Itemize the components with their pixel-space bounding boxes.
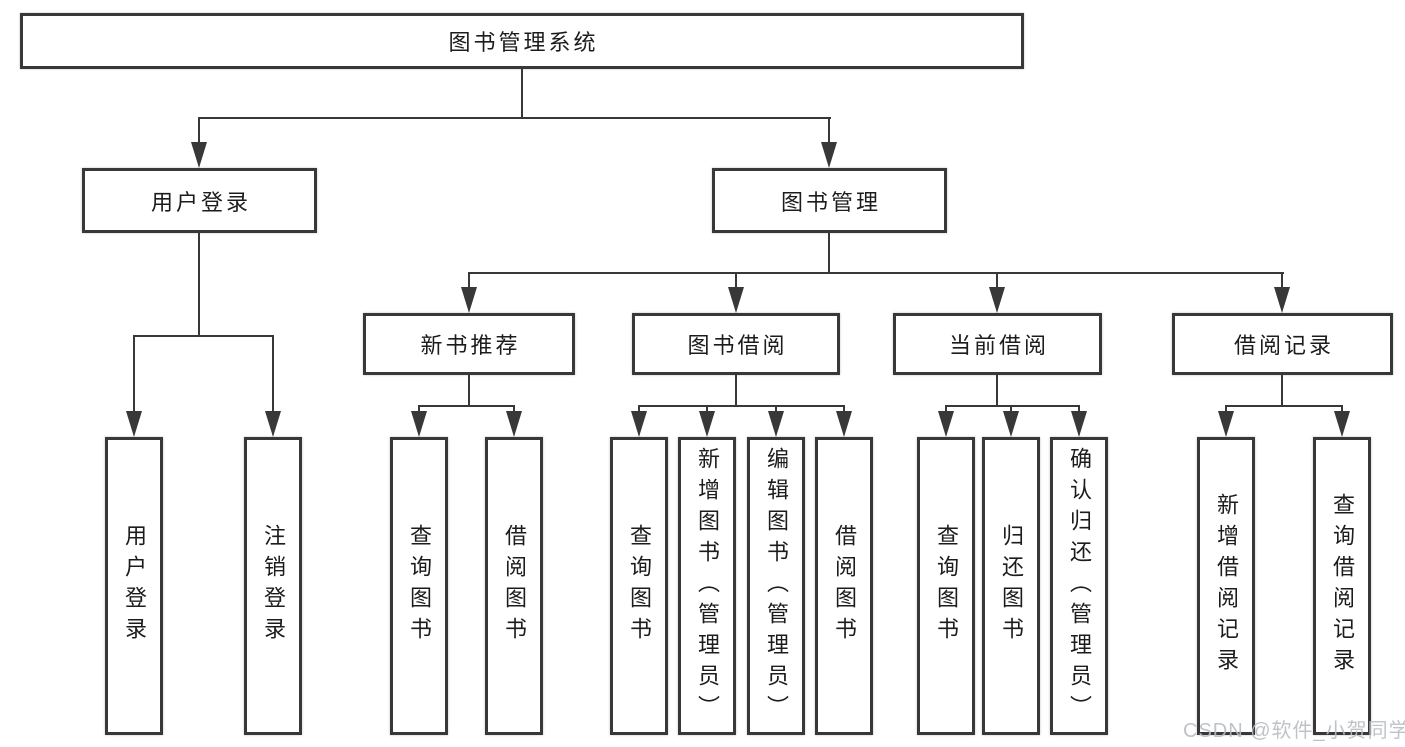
connector-stem <box>843 405 845 413</box>
connector-stem <box>1341 405 1343 413</box>
connector-stem <box>418 405 420 413</box>
leaf-logout: 注销登录 <box>244 437 302 735</box>
arrowhead-down-icon <box>126 411 142 437</box>
arrowhead-down-icon <box>265 411 281 437</box>
connector-stem <box>706 405 708 413</box>
connector-stem <box>198 117 200 144</box>
connector-stem <box>513 405 515 413</box>
connector-stem <box>272 335 274 413</box>
connector-stem <box>735 272 737 289</box>
leaf-confirm-return-admin: 确认归还（管理员） <box>1050 437 1108 735</box>
arrowhead-down-icon <box>768 411 784 437</box>
leaf-recommend-query-books: 查询图书 <box>390 437 448 735</box>
node-user-login: 用户登录 <box>82 168 317 233</box>
node-book-borrow: 图书借阅 <box>632 313 840 375</box>
connector-current-borrow-drop <box>996 374 998 407</box>
arrowhead-down-icon <box>1003 411 1019 437</box>
node-book-management: 图书管理 <box>712 168 947 233</box>
connector-user-login-drop <box>198 232 200 337</box>
connector-book-borrow-drop <box>735 374 737 407</box>
node-new-book-recommend: 新书推荐 <box>363 313 575 375</box>
connector-stem <box>133 335 135 413</box>
arrowhead-down-icon <box>1218 411 1234 437</box>
connector-current-borrow-rail <box>945 405 1080 407</box>
connector-stem <box>1078 405 1080 413</box>
connector-book-borrow-rail <box>638 405 845 407</box>
leaf-current-query-books: 查询图书 <box>917 437 975 735</box>
arrowhead-down-icon <box>821 142 837 168</box>
arrowhead-down-icon <box>989 287 1005 313</box>
node-library-system: 图书管理系统 <box>20 13 1024 69</box>
connector-user-login-rail <box>133 335 274 337</box>
node-current-borrow: 当前借阅 <box>893 313 1102 375</box>
connector-root-drop <box>521 67 523 118</box>
leaf-borrow-query-books: 查询图书 <box>610 437 668 735</box>
leaf-add-borrow-record: 新增借阅记录 <box>1197 437 1255 735</box>
connector-stem <box>996 272 998 289</box>
connector-level2-rail <box>198 117 831 119</box>
connector-stem <box>945 405 947 413</box>
arrowhead-down-icon <box>836 411 852 437</box>
connector-new-book-rail <box>418 405 515 407</box>
arrowhead-down-icon <box>461 287 477 313</box>
connector-borrow-records-rail <box>1225 405 1343 407</box>
arrowhead-down-icon <box>191 142 207 168</box>
leaf-edit-books-admin: 编辑图书（管理员） <box>747 437 805 735</box>
leaf-add-books-admin: 新增图书（管理员） <box>678 437 736 735</box>
connector-borrow-records-drop <box>1281 374 1283 407</box>
node-borrow-records: 借阅记录 <box>1172 313 1393 375</box>
arrowhead-down-icon <box>1334 411 1350 437</box>
connector-book-management-drop <box>828 232 830 274</box>
connector-stem <box>1225 405 1227 413</box>
leaf-query-borrow-record: 查询借阅记录 <box>1313 437 1371 735</box>
connector-stem <box>1010 405 1012 413</box>
arrowhead-down-icon <box>1274 287 1290 313</box>
leaf-return-books: 归还图书 <box>982 437 1040 735</box>
connector-stem <box>1281 272 1283 289</box>
leaf-recommend-borrow-books: 借阅图书 <box>485 437 543 735</box>
connector-stem <box>638 405 640 413</box>
arrowhead-down-icon <box>938 411 954 437</box>
connector-new-book-drop <box>468 374 470 407</box>
arrowhead-down-icon <box>631 411 647 437</box>
arrowhead-down-icon <box>1071 411 1087 437</box>
connector-stem <box>775 405 777 413</box>
arrowhead-down-icon <box>728 287 744 313</box>
leaf-borrow-books: 借阅图书 <box>815 437 873 735</box>
connector-stem <box>468 272 470 289</box>
leaf-user-login: 用户登录 <box>105 437 163 735</box>
csdn-watermark: CSDN @软件_小贺同学 <box>1183 720 1405 742</box>
arrowhead-down-icon <box>411 411 427 437</box>
connector-stem <box>828 117 830 144</box>
connector-level3-rail <box>468 272 1284 274</box>
arrowhead-down-icon <box>699 411 715 437</box>
arrowhead-down-icon <box>506 411 522 437</box>
